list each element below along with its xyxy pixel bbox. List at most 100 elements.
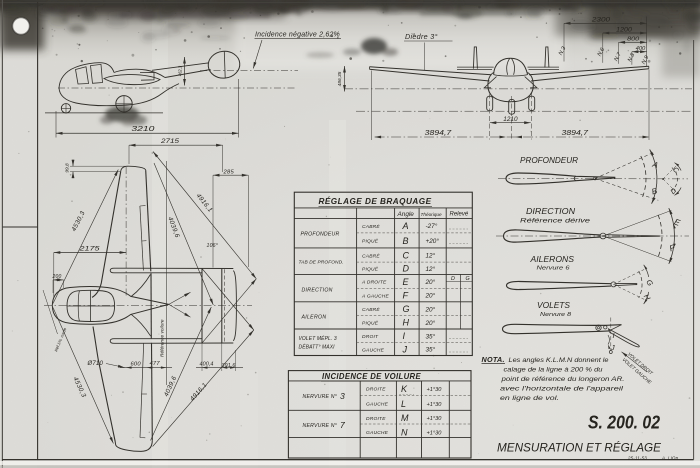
svg-text:400,4: 400,4 [200,361,214,367]
svg-text:25-11-53: 25-11-53 [627,455,647,460]
svg-text:G: G [644,278,655,288]
svg-text:600: 600 [131,362,142,368]
svg-text:Dièdre 3°: Dièdre 3° [405,32,438,41]
svg-text:400: 400 [636,46,646,52]
svg-text:F: F [403,291,409,301]
svg-text:N.7: N.7 [613,51,623,62]
svg-text:200: 200 [52,274,62,280]
svg-text:N.9: N.9 [641,55,650,66]
svg-text:MENSURATION ET RÉGLAGE: MENSURATION ET RÉGLAGE [497,440,662,455]
svg-text:Ø710: Ø710 [87,361,104,367]
svg-text:CABRÉ: CABRÉ [362,223,380,230]
svg-text:D: D [451,276,455,282]
svg-text:Nervure 8: Nervure 8 [540,312,572,318]
svg-text:391,6: 391,6 [222,363,236,369]
svg-text:AILERONS: AILERONS [529,255,574,264]
svg-text:PIQUÉ: PIQUÉ [362,238,379,245]
svg-text:INCIDENCE DE VOILURE: INCIDENCE DE VOILURE [322,371,421,381]
svg-text:DROIT: DROIT [362,334,379,340]
svg-text:en ligne de vol.: en ligne de vol. [500,395,559,402]
svg-text:C: C [403,250,410,260]
svg-text:DIRECTION: DIRECTION [526,207,575,216]
svg-text:B: B [651,186,659,196]
svg-text:GAUCHE: GAUCHE [366,402,389,408]
svg-text:N.3: N.3 [558,45,568,56]
svg-text:A: A [402,221,409,231]
svg-text:-27°: -27° [426,222,438,230]
svg-text:G: G [466,276,470,282]
svg-text:12°: 12° [426,252,436,260]
svg-text:I: I [403,331,406,341]
svg-text:12°: 12° [426,265,436,273]
svg-text:DÉBATT° MAXI: DÉBATT° MAXI [299,343,336,350]
svg-text:Théorique: Théorique [421,212,443,217]
svg-text:point de référence du longeron: point de référence du longeron AR. [500,376,624,383]
svg-text:Incidence négative 2,62%: Incidence négative 2,62% [255,32,340,39]
svg-text:I: I [613,331,615,340]
svg-text:GAUCHE: GAUCHE [366,430,389,436]
svg-text:2175: 2175 [78,245,100,252]
svg-text:CABRÉ: CABRÉ [362,306,380,313]
svg-text:99,8: 99,8 [65,163,71,173]
svg-text:DROITE: DROITE [366,387,386,393]
svg-text:1200: 1200 [616,27,632,33]
svg-text:+1°30: +1°30 [427,387,443,393]
svg-text:E: E [403,277,410,287]
svg-text:+1°30: +1°30 [427,402,443,408]
svg-text:calage de la ligne à 200 % du: calage de la ligne à 200 % du [504,367,603,374]
svg-text:Référence dérive: Référence dérive [520,219,591,225]
svg-text:PROFONDEUR: PROFONDEUR [301,231,340,237]
svg-text:H: H [642,293,653,303]
svg-text:477: 477 [150,361,161,367]
svg-text:20°: 20° [425,278,436,286]
svg-text:Relevé: Relevé [450,211,469,217]
svg-text:A: A [650,160,659,171]
svg-text:C: C [671,166,680,175]
svg-text:E: E [673,216,682,227]
svg-text:GAUCHE: GAUCHE [362,347,385,353]
svg-text:Nervure 6: Nervure 6 [537,265,571,271]
svg-text:TAB DE PROFOND.: TAB DE PROFOND. [299,259,344,265]
svg-text:AILERON: AILERON [301,314,327,320]
svg-text:35°: 35° [426,346,436,354]
svg-text:D: D [403,264,410,274]
svg-text:7: 7 [340,420,346,430]
svg-text:A. LIOn: A. LIOn [661,455,679,460]
svg-text:N.6: N.6 [597,46,607,57]
svg-text:PIQUÉ: PIQUÉ [362,266,379,273]
svg-text:Référence voilure: Référence voilure [160,319,166,357]
svg-text:M: M [401,413,409,423]
svg-text:20°: 20° [425,292,436,300]
svg-text:DIRECTION: DIRECTION [302,287,333,293]
svg-text:106°: 106° [207,243,219,249]
svg-text:H: H [403,318,410,328]
svg-text:PIQUÉ: PIQUÉ [362,320,379,327]
svg-text:20°: 20° [425,305,436,313]
svg-text:N.8: N.8 [627,52,637,63]
svg-text:20°: 20° [425,319,436,327]
svg-text:+20°: +20° [426,237,440,245]
svg-text:3894,7: 3894,7 [425,128,453,137]
svg-text:2715: 2715 [160,138,180,145]
svg-text:35°: 35° [426,332,436,340]
svg-text:L: L [401,399,406,409]
svg-text:1210: 1210 [503,116,518,123]
svg-text:3: 3 [340,391,345,401]
svg-text:NOTA.: NOTA. [482,355,505,364]
svg-text:J: J [610,343,615,352]
svg-text:A DROITE: A DROITE [361,280,387,286]
svg-text:DROITE: DROITE [366,416,386,422]
svg-text:+1°30: +1°30 [427,430,443,436]
svg-text:VOLETS: VOLETS [537,301,571,310]
svg-text:RÉGLAGE DE BRAQUAGE: RÉGLAGE DE BRAQUAGE [319,196,432,206]
svg-text:VOLET MÉPL. 3: VOLET MÉPL. 3 [299,335,337,342]
svg-text:Angle: Angle [397,211,415,218]
svg-text:F: F [668,242,677,253]
svg-text:B: B [403,236,409,246]
svg-text:S. 200. 02: S. 200. 02 [588,412,661,433]
svg-text:Les angles K.L.M.N donnent le: Les angles K.L.M.N donnent le [509,357,609,364]
svg-text:NERVURE N°: NERVURE N° [303,394,338,400]
svg-text:462,3: 462,3 [178,65,183,76]
svg-text:NERVURE N°: NERVURE N° [303,423,338,429]
svg-text:A GAUCHE: A GAUCHE [361,293,390,299]
